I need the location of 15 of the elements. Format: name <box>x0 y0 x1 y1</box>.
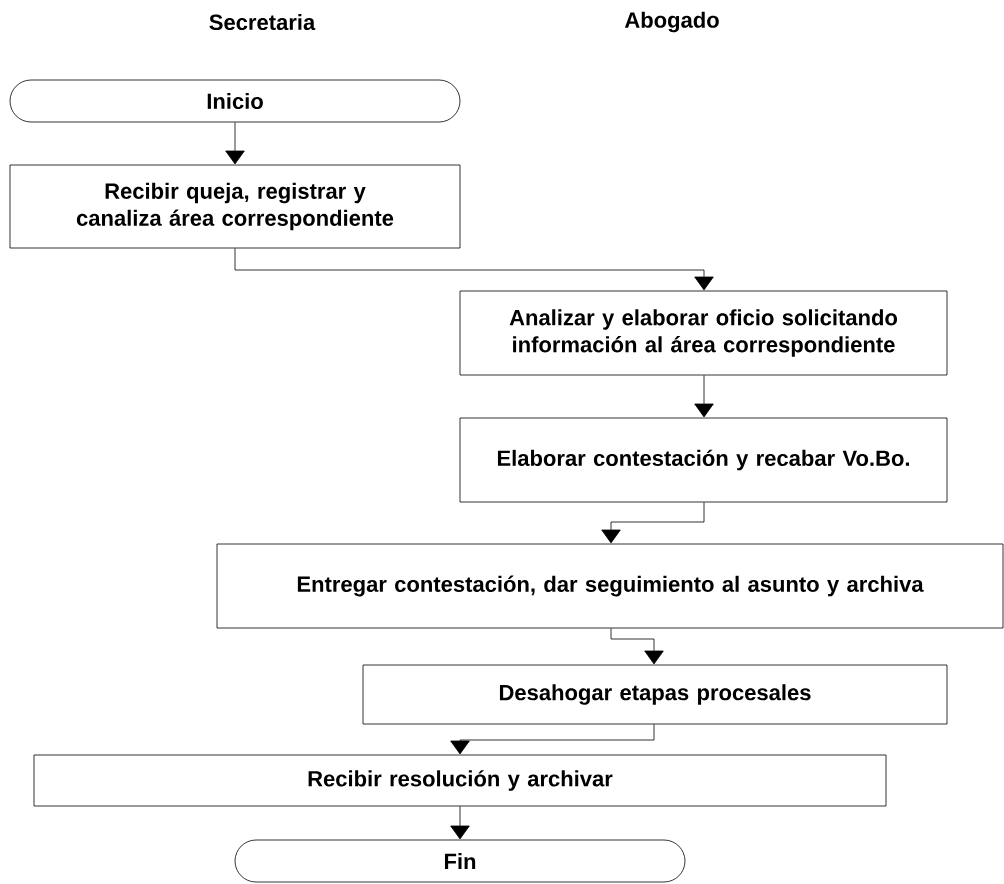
arrow <box>225 122 245 165</box>
process-box: Entregar contestación, dar seguimiento al asunto y archiva <box>216 543 1004 629</box>
arrow <box>450 806 470 840</box>
arrow <box>601 502 705 544</box>
lane-heading: Secretaria <box>209 13 316 31</box>
arrow <box>610 628 664 665</box>
process-box: Analizar y elaborar oficio solicitando información al área correspondiente <box>459 290 948 376</box>
arrow <box>694 375 714 418</box>
arrow <box>450 724 655 755</box>
process-box: Recibir resolución y archivar <box>33 754 887 807</box>
lane-heading: Abogado <box>624 11 719 33</box>
process-box: Elaborar contestación y recabar Vo.Bo. <box>459 417 948 503</box>
process-box: Desahogar etapas procesales <box>362 664 948 725</box>
arrow <box>234 248 714 291</box>
process-box: Recibir queja, registrar y canaliza área correspondiente <box>9 164 461 249</box>
